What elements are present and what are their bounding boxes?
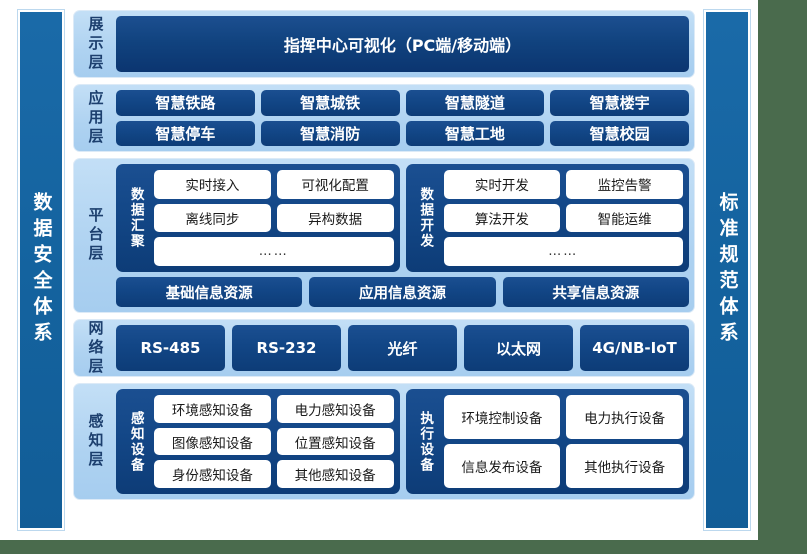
right-pillar-standards: 标准规范体系 xyxy=(703,9,751,531)
architecture-diagram: 数据安全体系 展示层 指挥中心可视化（PC端/移动端） 应用层 xyxy=(0,0,758,540)
group-execution-devices: 执行设备 环境控制设备 电力执行设备 信息发布设备 其他执行设备 xyxy=(405,389,689,494)
group-label-sensing-devices: 感知设备 xyxy=(122,395,148,488)
sensing-item-location[interactable]: 位置感知设备 xyxy=(276,427,394,456)
layer-application: 应用层 智慧铁路 智慧城铁 智慧隧道 智慧楼宇 智慧停车 智慧消防 智慧工地 智… xyxy=(73,84,695,152)
layer-body-network: RS-485 RS-232 光纤 以太网 4G/NB-IoT xyxy=(116,325,689,371)
execution-row-2: 信息发布设备 其他执行设备 xyxy=(443,444,683,488)
execution-item-info-release[interactable]: 信息发布设备 xyxy=(443,444,561,488)
layer-label-sensing: 感知层 xyxy=(79,389,111,494)
development-item-intelligent-ops[interactable]: 智能运维 xyxy=(566,203,683,233)
layer-network: 网络层 RS-485 RS-232 光纤 以太网 4G/NB-IoT xyxy=(73,319,695,377)
display-command-center-box[interactable]: 指挥中心可视化（PC端/移动端） xyxy=(116,16,689,72)
aggregation-item-offline-sync[interactable]: 离线同步 xyxy=(154,203,271,233)
layer-label-network: 网络层 xyxy=(79,320,111,377)
network-item-rs485[interactable]: RS-485 xyxy=(116,325,225,371)
layer-body-sensing: 感知设备 环境感知设备 电力感知设备 图像感知设备 位置感知设备 xyxy=(116,389,689,494)
execution-item-power[interactable]: 电力执行设备 xyxy=(566,395,683,439)
network-item-4g-nbiot[interactable]: 4G/NB-IoT xyxy=(580,325,689,371)
group-grid-execution-devices: 环境控制设备 电力执行设备 信息发布设备 其他执行设备 xyxy=(443,395,683,488)
network-item-rs232[interactable]: RS-232 xyxy=(232,325,341,371)
right-pillar-label: 标准规范体系 xyxy=(716,192,739,348)
group-label-data-development-text: 数据开发 xyxy=(417,187,434,249)
aggregation-row-2: 离线同步 异构数据 xyxy=(154,203,394,233)
app-item-smart-urban-rail[interactable]: 智慧城铁 xyxy=(260,90,400,116)
app-item-smart-tunnel[interactable]: 智慧隧道 xyxy=(405,90,545,116)
platform-groups: 数据汇聚 实时接入 可视化配置 离线同步 异构数据 xyxy=(116,164,689,272)
layer-body-application: 智慧铁路 智慧城铁 智慧隧道 智慧楼宇 智慧停车 智慧消防 智慧工地 智慧校园 xyxy=(116,90,689,146)
sensing-row-1: 环境感知设备 电力感知设备 xyxy=(154,395,394,423)
resource-item-application-info[interactable]: 应用信息资源 xyxy=(309,277,496,307)
layer-label-application: 应用层 xyxy=(79,89,111,147)
aggregation-item-realtime-access[interactable]: 实时接入 xyxy=(154,170,271,199)
group-data-development: 数据开发 实时开发 监控告警 算法开发 智能运维 xyxy=(405,164,689,272)
layer-label-display-text: 展示层 xyxy=(86,15,105,73)
application-row-2: 智慧停车 智慧消防 智慧工地 智慧校园 xyxy=(116,120,689,146)
development-item-realtime-dev[interactable]: 实时开发 xyxy=(443,170,561,199)
layer-body-display: 指挥中心可视化（PC端/移动端） xyxy=(116,16,689,72)
group-label-execution-devices: 执行设备 xyxy=(412,395,438,488)
layer-label-sensing-text: 感知层 xyxy=(86,413,105,470)
group-label-data-aggregation: 数据汇聚 xyxy=(122,170,148,266)
sensing-item-identity[interactable]: 身份感知设备 xyxy=(154,460,271,489)
sensing-row-3: 身份感知设备 其他感知设备 xyxy=(154,460,394,489)
app-item-smart-firefighting[interactable]: 智慧消防 xyxy=(260,120,400,146)
group-data-aggregation: 数据汇聚 实时接入 可视化配置 离线同步 异构数据 xyxy=(116,164,400,272)
aggregation-item-heterogeneous-data[interactable]: 异构数据 xyxy=(276,203,394,233)
aggregation-row-3: …… xyxy=(154,237,394,267)
resource-item-shared-info[interactable]: 共享信息资源 xyxy=(502,277,689,307)
left-pillar-data-security: 数据安全体系 xyxy=(17,9,65,531)
layer-body-platform: 数据汇聚 实时接入 可视化配置 离线同步 异构数据 xyxy=(116,164,689,307)
group-label-execution-devices-text: 执行设备 xyxy=(417,410,434,473)
aggregation-item-visual-config[interactable]: 可视化配置 xyxy=(276,170,394,199)
sensing-item-image[interactable]: 图像感知设备 xyxy=(154,427,271,456)
group-label-data-aggregation-text: 数据汇聚 xyxy=(127,187,144,249)
sensing-item-power[interactable]: 电力感知设备 xyxy=(276,395,394,423)
aggregation-item-ellipsis[interactable]: …… xyxy=(154,237,394,267)
layer-label-application-text: 应用层 xyxy=(86,89,105,147)
sensing-row-2: 图像感知设备 位置感知设备 xyxy=(154,427,394,456)
app-item-smart-parking[interactable]: 智慧停车 xyxy=(116,120,255,146)
layer-display: 展示层 指挥中心可视化（PC端/移动端） xyxy=(73,10,695,78)
sensing-item-environment[interactable]: 环境感知设备 xyxy=(154,395,271,423)
group-grid-sensing-devices: 环境感知设备 电力感知设备 图像感知设备 位置感知设备 身份感知设备 其他感知设… xyxy=(154,395,394,489)
network-item-fiber[interactable]: 光纤 xyxy=(348,325,457,371)
layer-platform: 平台层 数据汇聚 实时接入 可视化配置 xyxy=(73,158,695,313)
app-item-smart-campus[interactable]: 智慧校园 xyxy=(550,120,689,146)
network-item-ethernet[interactable]: 以太网 xyxy=(464,325,573,371)
app-item-smart-building[interactable]: 智慧楼宇 xyxy=(550,90,689,116)
layer-stack: 展示层 指挥中心可视化（PC端/移动端） 应用层 智慧铁路 智慧城铁 智慧隧道 … xyxy=(73,10,695,530)
group-sensing-devices: 感知设备 环境感知设备 电力感知设备 图像感知设备 位置感知设备 xyxy=(116,389,400,494)
execution-item-environment-control[interactable]: 环境控制设备 xyxy=(443,395,561,439)
development-item-monitoring-alarm[interactable]: 监控告警 xyxy=(566,170,683,199)
sensing-item-other[interactable]: 其他感知设备 xyxy=(276,460,394,489)
layer-label-platform: 平台层 xyxy=(79,164,111,307)
resource-item-basic-info[interactable]: 基础信息资源 xyxy=(116,277,303,307)
sensing-groups: 感知设备 环境感知设备 电力感知设备 图像感知设备 位置感知设备 xyxy=(116,389,689,494)
network-row: RS-485 RS-232 光纤 以太网 4G/NB-IoT xyxy=(116,325,689,371)
group-grid-data-development: 实时开发 监控告警 算法开发 智能运维 …… xyxy=(443,170,683,267)
development-row-3: …… xyxy=(443,237,683,267)
development-item-ellipsis[interactable]: …… xyxy=(443,237,683,267)
left-pillar-label: 数据安全体系 xyxy=(30,192,53,348)
application-row-1: 智慧铁路 智慧城铁 智慧隧道 智慧楼宇 xyxy=(116,90,689,116)
layer-label-network-text: 网络层 xyxy=(86,319,105,377)
layer-label-platform-text: 平台层 xyxy=(86,207,105,264)
execution-row-1: 环境控制设备 电力执行设备 xyxy=(443,395,683,439)
group-label-sensing-devices-text: 感知设备 xyxy=(127,410,144,473)
development-row-1: 实时开发 监控告警 xyxy=(443,170,683,199)
development-item-algorithm-dev[interactable]: 算法开发 xyxy=(443,203,561,233)
app-item-smart-construction-site[interactable]: 智慧工地 xyxy=(405,120,545,146)
layer-label-display: 展示层 xyxy=(79,15,111,73)
app-item-smart-railway[interactable]: 智慧铁路 xyxy=(116,90,255,116)
execution-item-other[interactable]: 其他执行设备 xyxy=(566,444,683,488)
layer-sensing: 感知层 感知设备 环境感知设备 电力感知设备 xyxy=(73,383,695,500)
platform-resource-row: 基础信息资源 应用信息资源 共享信息资源 xyxy=(116,277,689,307)
aggregation-row-1: 实时接入 可视化配置 xyxy=(154,170,394,199)
group-label-data-development: 数据开发 xyxy=(412,170,438,266)
development-row-2: 算法开发 智能运维 xyxy=(443,203,683,233)
group-grid-data-aggregation: 实时接入 可视化配置 离线同步 异构数据 …… xyxy=(154,170,394,267)
